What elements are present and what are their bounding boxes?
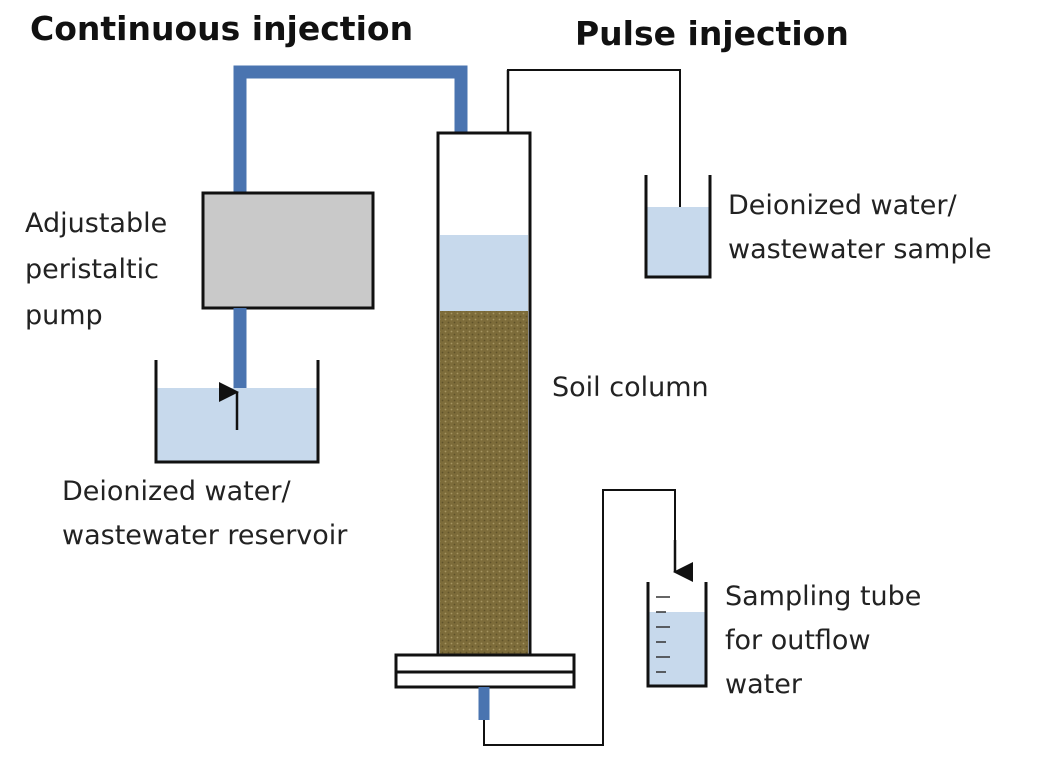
sample-container (644, 175, 712, 279)
sample-label-line1: Deionized water/ (728, 190, 957, 221)
title-continuous-injection: Continuous injection (30, 9, 413, 48)
pump-label-line2: peristaltic (25, 254, 159, 285)
reservoir-label-line1: Deionized water/ (62, 476, 291, 507)
column-base-plate-top (394, 653, 576, 674)
sampling-tube-water (648, 612, 706, 686)
soil-column-label: Soil column (552, 372, 709, 403)
sample-label: Deionized water/ wastewater sample (728, 190, 992, 265)
column-water-layer (440, 235, 528, 311)
sample-water (646, 207, 710, 277)
sampling-tube-label-line1: Sampling tube (725, 581, 921, 612)
peristaltic-pump (201, 191, 375, 310)
sampling-tube-label: Sampling tube for outflow water (725, 581, 921, 700)
sampling-tube-label-line3: water (725, 669, 803, 700)
sampling-tube-label-line2: for outflow (725, 625, 871, 656)
reservoir-container (154, 360, 320, 464)
outflow-line (483, 489, 676, 746)
sampling-tube (646, 582, 708, 688)
reservoir-label-line2: wastewater reservoir (62, 520, 348, 551)
sampling-tube-graduations (656, 596, 670, 673)
pump-label-line3: pump (25, 300, 103, 331)
pump-label: Adjustable peristaltic pump (25, 208, 167, 331)
column-base-plate-bottom (394, 670, 576, 689)
reservoir-label: Deionized water/ wastewater reservoir (62, 476, 348, 551)
title-pulse-injection: Pulse injection (575, 14, 849, 53)
continuous-injection-tube (233, 65, 468, 210)
soil-fill (440, 311, 528, 668)
sample-label-line2: wastewater sample (728, 234, 992, 265)
pump-label-line1: Adjustable (25, 208, 167, 239)
